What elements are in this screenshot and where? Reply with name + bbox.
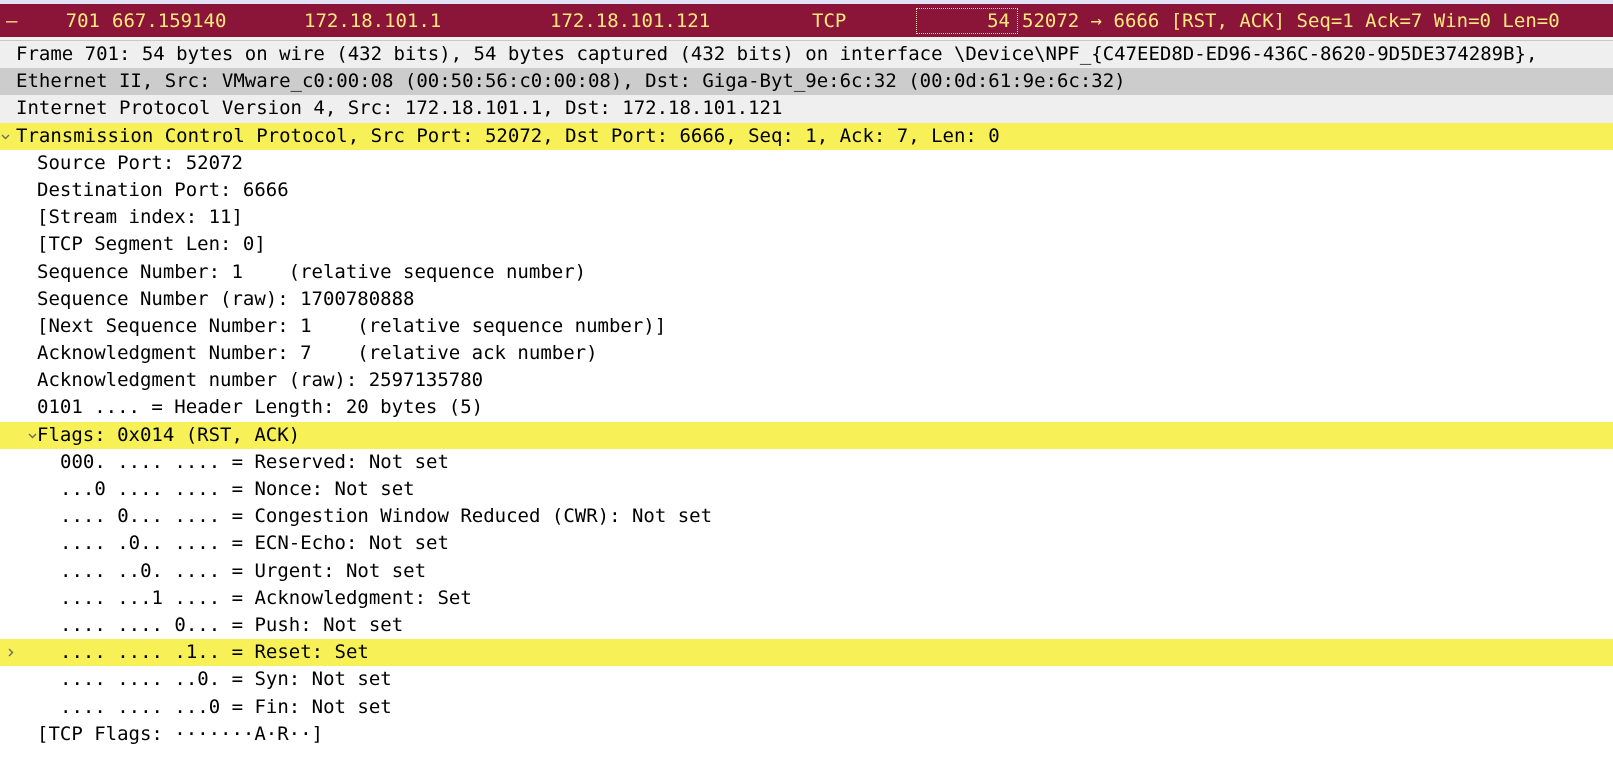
packet-list-pane[interactable]: – 701 667.159140 172.18.101.1 172.18.101… [0,4,1613,37]
detail-tree-row-label: Acknowledgment number (raw): 2597135780 [37,369,484,392]
detail-tree-row[interactable]: Flags: 0x014 (RST, ACK) [0,421,1613,449]
detail-tree-row-label: Sequence Number (raw): 1700780888 [37,287,415,310]
detail-tree-row[interactable]: 0101 .... = Header Length: 20 bytes (5) [0,394,1613,422]
detail-tree-row-label: .... .... ...0 = Fin: Not set [60,695,392,718]
detail-tree-row-label: ...0 .... .... = Nonce: Not set [60,478,415,500]
detail-tree-row-label: [Next Sequence Number: 1 (relative seque… [37,314,667,337]
detail-tree-row-label: .... 0... .... = Congestion Window Reduc… [60,505,713,528]
detail-tree-row[interactable]: .... 0... .... = Congestion Window Reduc… [0,503,1613,531]
detail-tree-row[interactable]: .... .... 0... = Push: Not set [0,611,1613,640]
detail-tree-row[interactable]: [Stream index: 11] [0,204,1613,232]
detail-tree-row[interactable]: .... .... .1.. = Reset: Set [0,639,1613,667]
detail-tree-row[interactable]: Transmission Control Protocol, Src Port:… [0,122,1613,150]
chevron-down-icon[interactable] [22,422,42,449]
detail-tree-row-label: Sequence Number: 1 (relative sequence nu… [37,260,587,283]
detail-tree-row-label: [TCP Segment Len: 0] [37,233,266,256]
detail-tree-row[interactable]: .... ...1 .... = Acknowledgment: Set [0,584,1613,612]
detail-tree-row[interactable]: 000. .... .... = Reserved: Not set [0,448,1613,476]
detail-tree-row[interactable]: Source Port: 52072 [0,149,1613,177]
packet-row-time: 667.159140 [112,9,227,32]
packet-row-info: 52072 → 6666 [RST, ACK] Seq=1 Ack=7 Win=… [1022,9,1560,32]
detail-tree-row[interactable]: .... .... ..0. = Syn: Not set [0,666,1613,694]
chevron-right-icon[interactable] [0,639,20,666]
packet-row-number: 701 [65,9,100,32]
detail-tree-row[interactable]: Frame 701: 54 bytes on wire (432 bits), … [0,41,1613,69]
detail-tree-row[interactable]: [TCP Flags: ·······A·R··] [0,720,1613,748]
detail-tree-row-label: Ethernet II, Src: VMware_c0:00:08 (00:50… [16,70,1126,93]
detail-tree-row-label: Acknowledgment Number: 7 (relative ack n… [37,342,598,365]
detail-tree-row-label: Transmission Control Protocol, Src Port:… [16,124,1000,147]
detail-tree-row[interactable]: Internet Protocol Version 4, Src: 172.18… [0,95,1613,123]
detail-tree-row[interactable]: .... .0.. .... = ECN-Echo: Not set [0,530,1613,558]
detail-tree-row-label: Frame 701: 54 bytes on wire (432 bits), … [16,43,1538,65]
chevron-down-icon[interactable] [0,123,15,150]
packet-row-protocol: TCP [812,9,847,32]
detail-tree-row-label: Destination Port: 6666 [37,178,289,201]
detail-tree-row[interactable]: Acknowledgment number (raw): 2597135780 [0,367,1613,395]
detail-tree-row[interactable]: ...0 .... .... = Nonce: Not set [0,476,1613,504]
detail-tree-row-label: Source Port: 52072 [37,151,243,174]
detail-tree-row[interactable]: .... ..0. .... = Urgent: Not set [0,557,1613,585]
detail-tree-row[interactable]: .... .... ...0 = Fin: Not set [0,693,1613,721]
detail-tree-row[interactable]: [TCP Segment Len: 0] [0,231,1613,259]
packet-list-row-selected[interactable]: – 701 667.159140 172.18.101.1 172.18.101… [0,4,1613,37]
packet-row-marker: – [6,9,18,32]
detail-tree-row-label: .... .0.. .... = ECN-Echo: Not set [60,532,449,555]
detail-tree-row-label: Internet Protocol Version 4, Src: 172.18… [16,97,783,120]
detail-tree-row-label: [TCP Flags: ·······A·R··] [37,722,323,745]
detail-tree-row-label: .... ...1 .... = Acknowledgment: Set [60,586,472,609]
detail-tree-row[interactable]: [Next Sequence Number: 1 (relative seque… [0,312,1613,341]
detail-tree-row-label: .... ..0. .... = Urgent: Not set [60,559,427,582]
detail-tree-row-label: 000. .... .... = Reserved: Not set [60,450,449,473]
detail-tree-row[interactable]: Sequence Number (raw): 1700780888 [0,285,1613,313]
previous-packet-row-sliver [0,0,1613,4]
detail-tree-row[interactable]: Ethernet II, Src: VMware_c0:00:08 (00:50… [0,68,1613,96]
detail-tree-row[interactable]: Sequence Number: 1 (relative sequence nu… [0,258,1613,286]
detail-tree-row[interactable]: Destination Port: 6666 [0,176,1613,205]
detail-tree-row-label: .... .... 0... = Push: Not set [60,613,404,636]
packet-detail-pane[interactable]: Frame 701: 54 bytes on wire (432 bits), … [0,41,1613,748]
detail-tree-row-label: [Stream index: 11] [37,206,243,229]
detail-tree-row-label: 0101 .... = Header Length: 20 bytes (5) [37,396,484,419]
detail-tree-row-label: Flags: 0x014 (RST, ACK) [37,423,301,446]
packet-row-length[interactable]: 54 [916,7,1018,34]
packet-row-source: 172.18.101.1 [304,9,442,32]
detail-tree-row-label: .... .... ..0. = Syn: Not set [60,668,392,691]
pane-divider[interactable] [0,37,1613,41]
packet-row-destination: 172.18.101.121 [550,9,711,32]
detail-tree-row-label: .... .... .1.. = Reset: Set [60,641,369,664]
detail-tree-row[interactable]: Acknowledgment Number: 7 (relative ack n… [0,340,1613,368]
